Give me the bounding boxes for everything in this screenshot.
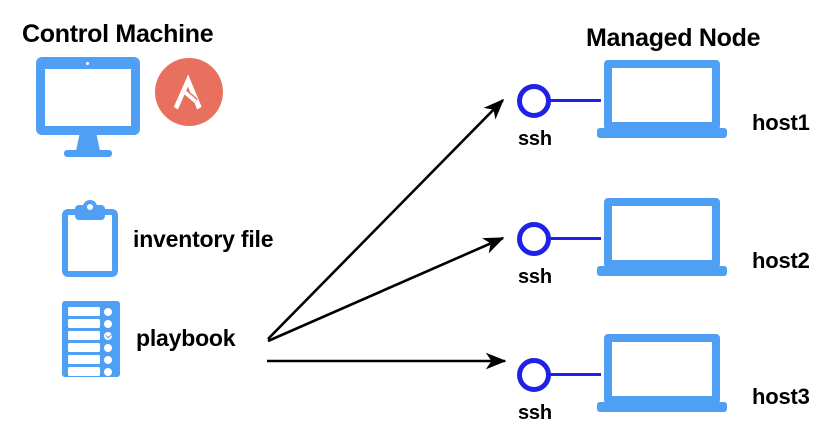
ssh-connector-node-host3 xyxy=(517,358,551,392)
ssh-label-host1: ssh xyxy=(518,128,552,150)
playbook-row-bar xyxy=(68,367,100,376)
laptop-base xyxy=(597,266,727,276)
playbook-row-bullet xyxy=(104,307,112,316)
playbook-row xyxy=(68,307,114,316)
playbook-label: playbook xyxy=(136,325,236,351)
playbook-row xyxy=(68,367,114,376)
playbook-row-bar xyxy=(68,319,100,328)
laptop-base xyxy=(597,402,727,412)
arrow-playbook-to-host1 xyxy=(267,98,505,340)
playbook-row-bullet xyxy=(104,367,112,376)
laptop-lid xyxy=(604,60,720,130)
ssh-label-host2: ssh xyxy=(518,266,552,288)
inventory-file-label: inventory file xyxy=(133,226,274,252)
monitor-stand-neck xyxy=(76,135,100,151)
managed-node-heading: Managed Node xyxy=(586,24,761,52)
playbook-row xyxy=(68,331,114,340)
host-label-host3: host3 xyxy=(752,384,810,409)
ssh-connection-line-host1 xyxy=(549,99,601,102)
playbook-row-bar xyxy=(68,331,100,340)
monitor-stand-base xyxy=(64,150,112,157)
laptop-lid xyxy=(604,334,720,404)
clipboard-clip xyxy=(75,205,105,220)
control-machine-heading: Control Machine xyxy=(22,20,214,48)
laptop-lid xyxy=(604,198,720,268)
monitor-camera-dot xyxy=(86,62,89,65)
arrow-playbook-to-host2 xyxy=(267,236,505,343)
playbook-row-bullet-checked xyxy=(104,331,112,340)
ssh-connection-line-host2 xyxy=(549,237,601,240)
clipboard-clip-hole xyxy=(87,204,93,210)
host-label-host2: host2 xyxy=(752,248,810,273)
playbook-row xyxy=(68,343,114,352)
ssh-connector-node-host2 xyxy=(517,222,551,256)
ssh-connection-line-host3 xyxy=(549,373,601,376)
ansible-logo xyxy=(155,58,223,126)
playbook-row-bullet xyxy=(104,343,112,352)
playbook-row-bar xyxy=(68,343,100,352)
playbook-row-bar xyxy=(68,355,100,364)
laptop-base xyxy=(597,128,727,138)
ssh-label-host3: ssh xyxy=(518,402,552,424)
playbook-row-bullet xyxy=(104,355,112,364)
playbook-row-bullet xyxy=(104,319,112,328)
playbook-row xyxy=(68,319,114,328)
ssh-connector-node-host1 xyxy=(517,84,551,118)
playbook-row-bar xyxy=(68,307,100,316)
playbook-row xyxy=(68,355,114,364)
monitor-screen xyxy=(45,69,131,126)
host-label-host1: host1 xyxy=(752,110,810,135)
